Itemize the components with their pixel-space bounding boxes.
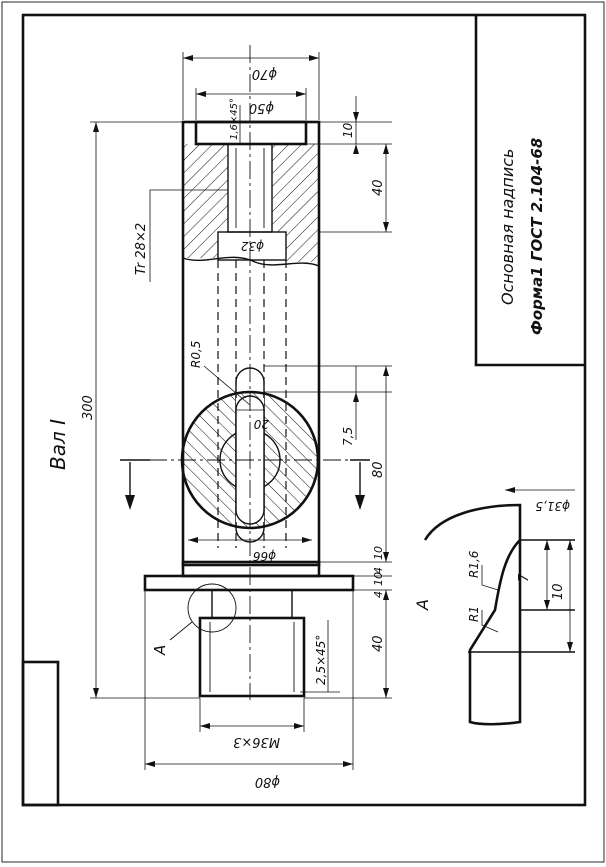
corner-stamp: [21, 660, 60, 807]
dim-detail-7: 7: [517, 573, 532, 582]
dim-80: 80: [371, 461, 386, 478]
flange-plate: [143, 574, 355, 592]
keyway-slot: [235, 367, 265, 543]
dim-phi32: ϕ32: [241, 239, 264, 253]
dim-r1-6: R1,6: [467, 550, 481, 578]
section-hatch-left: [183, 144, 228, 258]
dim-phi31-5: ϕ31,5: [535, 499, 570, 513]
detail-a-label: A: [413, 599, 432, 611]
dim-detail-10: 10: [551, 583, 566, 600]
neck: [211, 589, 293, 619]
shaft-body: [181, 120, 321, 567]
dim-phi66: ϕ66: [252, 549, 276, 563]
dim-4-b: 4: [372, 591, 385, 598]
dim-phi80: ϕ80: [255, 774, 280, 789]
dim-thread-tr: Tr 28×2: [134, 223, 149, 275]
dim-10-top: 10: [341, 122, 355, 138]
dim-40-top: 40: [371, 179, 386, 196]
detail-a-circle: [187, 583, 237, 633]
dim-40-bottom: 40: [371, 635, 386, 652]
title-block-line1: Основная надпись: [498, 149, 517, 305]
dim-r1: R1: [467, 606, 481, 622]
dim-4-a: 4: [372, 567, 385, 574]
drawing-frame: [21, 13, 587, 807]
title-block-border: [474, 15, 585, 367]
dim-chamfer-top: 1,6×45°: [229, 98, 240, 140]
dim-20: 20: [253, 417, 269, 431]
dim-7-5: 7,5: [341, 427, 355, 446]
dim-chamfer-bottom: 2,5×45°: [314, 635, 328, 685]
dim-10-a: 10: [372, 546, 385, 560]
dim-10-b: 10: [372, 572, 385, 586]
break-line: [182, 256, 320, 267]
section-hatch-right: [272, 144, 319, 262]
threaded-end: [198, 616, 306, 698]
detail-a-marker: A: [151, 645, 169, 656]
dim-r05: R0,5: [189, 341, 203, 368]
title-block-line2: Форма1 ГОСТ 2.104-68: [528, 138, 546, 335]
dim-m36: M36×3: [233, 734, 280, 749]
threaded-bore: [227, 143, 273, 233]
dim-phi50: ϕ50: [249, 100, 274, 115]
dim-phi70: ϕ70: [252, 66, 277, 81]
top-flange: [194, 120, 308, 146]
part-title: Вал I: [46, 419, 70, 470]
detail-a-outline: [423, 503, 522, 726]
dim-300: 300: [81, 395, 96, 420]
